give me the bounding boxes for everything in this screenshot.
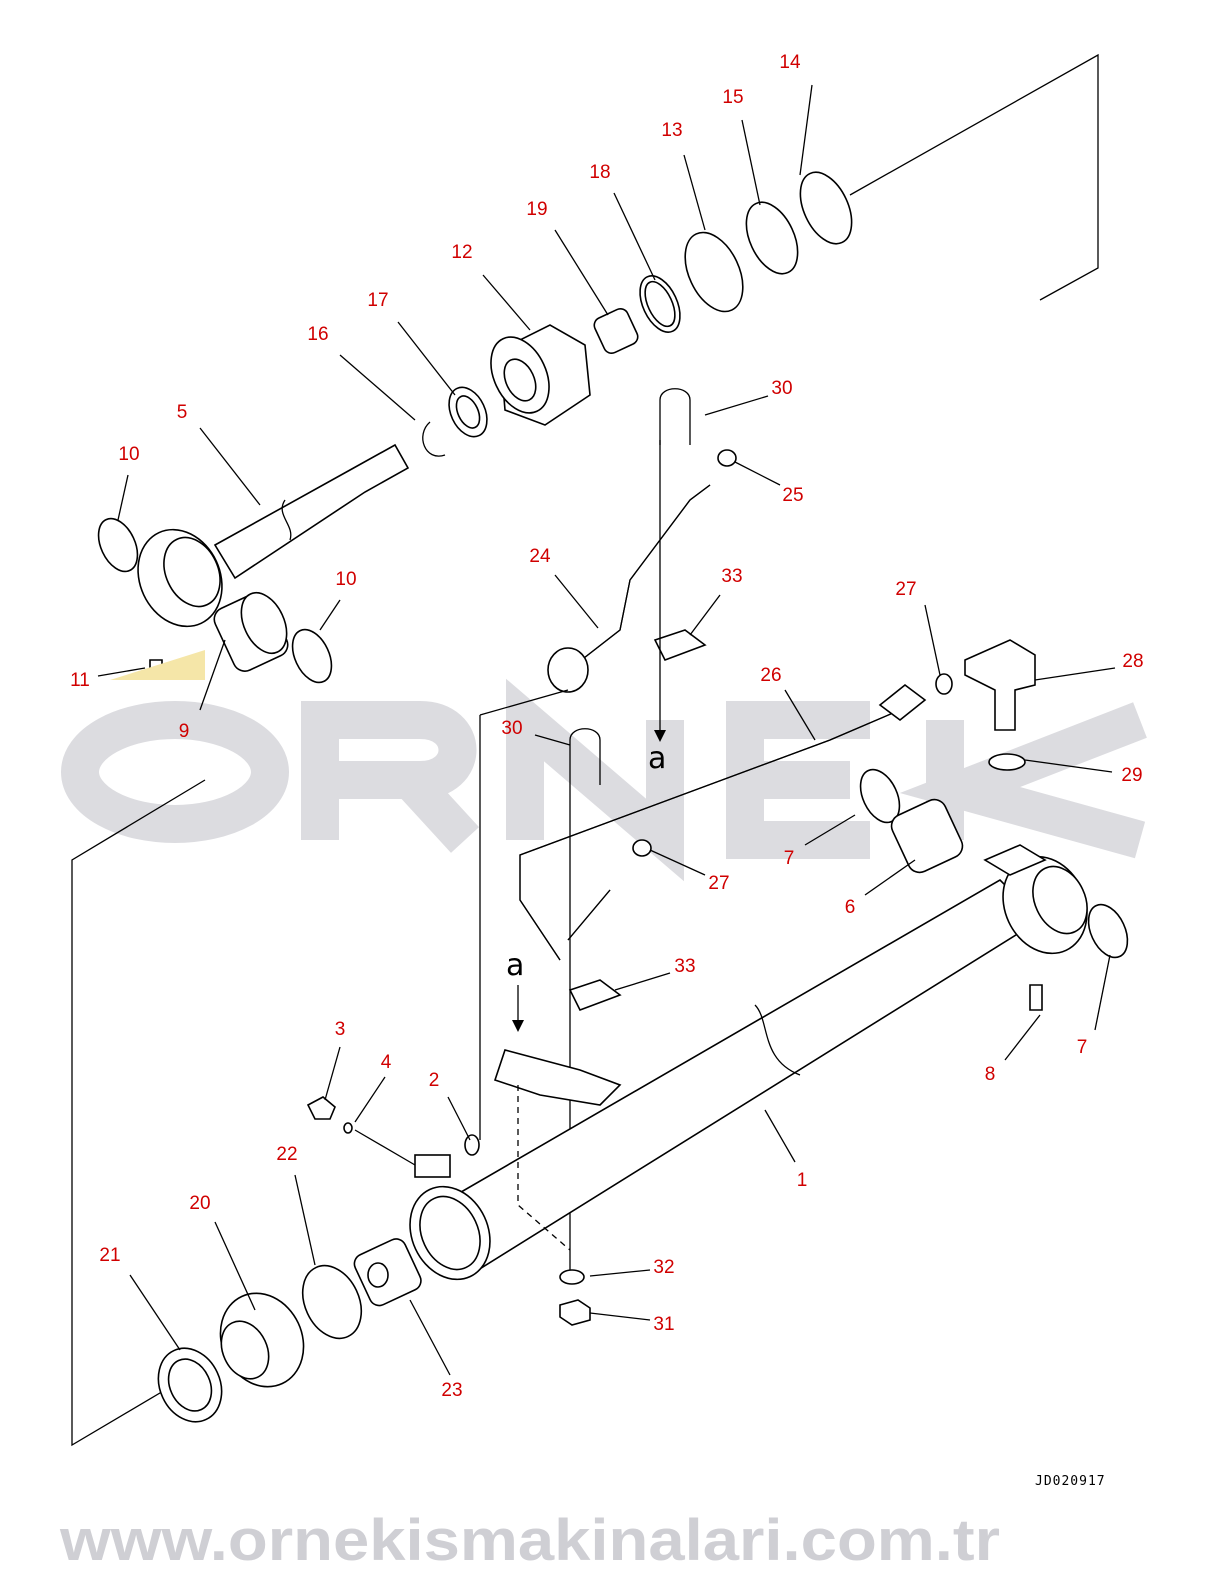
cylinder-barrel <box>306 768 1129 1326</box>
part-callout-24: 24 <box>529 546 551 567</box>
leader-line <box>482 274 531 331</box>
piston-rod <box>97 443 410 684</box>
leader-line <box>589 1312 651 1321</box>
part-callout-15: 15 <box>722 87 743 108</box>
part-callout-6: 6 <box>845 897 856 918</box>
part-callout-33: 33 <box>721 566 742 587</box>
leader-line <box>409 1299 451 1376</box>
leader-line <box>1024 759 1113 773</box>
part-callout-10: 10 <box>335 569 356 590</box>
watermark-url: www.ornekismakinalari.com.tr <box>59 1508 1000 1573</box>
view-marker-a: a <box>506 948 524 983</box>
leader-line <box>924 604 941 676</box>
leader-line <box>1034 667 1116 681</box>
leader-line <box>804 814 856 846</box>
drawing-code: JD020917 <box>1035 1474 1106 1489</box>
part-callout-27: 27 <box>708 873 729 894</box>
part-callout-18: 18 <box>589 162 610 183</box>
part-callout-22: 22 <box>276 1144 297 1165</box>
leader-line <box>649 849 706 876</box>
part-callout-2: 2 <box>429 1070 440 1091</box>
part-callout-8: 8 <box>985 1064 996 1085</box>
leader-line <box>117 474 129 521</box>
part-callout-25: 25 <box>782 485 803 506</box>
part-callout-20: 20 <box>189 1193 210 1214</box>
assembly-frame-lines <box>71 53 1099 1447</box>
view-marker-a: a <box>648 741 666 776</box>
leader-line <box>294 1174 316 1266</box>
leader-line <box>534 734 571 746</box>
leader-line <box>784 689 816 741</box>
part-callout-28: 28 <box>1122 651 1143 672</box>
part-callout-16: 16 <box>307 324 328 345</box>
leader-line <box>324 1046 341 1101</box>
part-callout-9: 9 <box>179 721 190 742</box>
part-callout-11: 11 <box>70 670 90 691</box>
hydraulic-tubes <box>479 388 1036 1270</box>
part-callout-32: 32 <box>653 1257 674 1278</box>
part-callout-14: 14 <box>779 52 801 73</box>
leader-line <box>764 1109 796 1163</box>
callouts: 1415131819121716510101193025243327282630… <box>70 52 1143 1401</box>
leader-line <box>704 395 769 416</box>
part-callout-1: 1 <box>797 1170 808 1191</box>
part-callout-12: 12 <box>451 242 472 263</box>
leader-line <box>741 119 761 206</box>
part-callout-21: 21 <box>99 1245 120 1266</box>
leader-line <box>734 461 781 486</box>
leader-line <box>339 354 416 421</box>
leader-line <box>1004 1014 1041 1061</box>
leader-line <box>689 594 721 636</box>
part-callout-10: 10 <box>118 444 139 465</box>
part-callout-19: 19 <box>526 199 547 220</box>
leader-line <box>354 1076 386 1123</box>
part-callout-13: 13 <box>661 120 682 141</box>
part-callout-30: 30 <box>501 718 522 739</box>
leader-line <box>199 427 261 506</box>
leader-line <box>799 84 813 176</box>
leader-line <box>589 1269 651 1277</box>
part-callout-26: 26 <box>760 665 781 686</box>
leader-line <box>447 1096 471 1141</box>
leader-line <box>554 229 609 316</box>
view-markers: a a <box>506 715 666 1032</box>
watermark-brand-logo <box>61 678 1147 882</box>
part-callout-17: 17 <box>367 290 388 311</box>
cylinder-head-parts <box>157 1238 422 1423</box>
leader-line <box>319 599 341 631</box>
part-callout-4: 4 <box>381 1052 392 1073</box>
leader-line <box>97 667 146 677</box>
part-callout-7: 7 <box>784 848 795 869</box>
part-callout-29: 29 <box>1121 765 1142 786</box>
leader-line <box>864 859 916 896</box>
leader-line <box>397 321 456 396</box>
leader-line <box>199 639 226 711</box>
part-callout-3: 3 <box>335 1019 346 1040</box>
part-callout-27: 27 <box>895 579 916 600</box>
leader-line <box>129 1274 181 1351</box>
part-callout-7: 7 <box>1077 1037 1088 1058</box>
part-callout-33: 33 <box>674 956 695 977</box>
part-callout-5: 5 <box>177 402 188 423</box>
part-callout-30: 30 <box>771 378 792 399</box>
leader-line <box>1094 954 1111 1031</box>
seal-parts-top <box>422 171 853 457</box>
leader-line <box>614 972 671 991</box>
part-callout-31: 31 <box>653 1314 674 1335</box>
leader-line <box>683 154 706 231</box>
leader-line <box>214 1221 256 1311</box>
part-callout-23: 23 <box>441 1380 462 1401</box>
leader-line <box>613 192 656 281</box>
leader-line <box>554 574 599 629</box>
